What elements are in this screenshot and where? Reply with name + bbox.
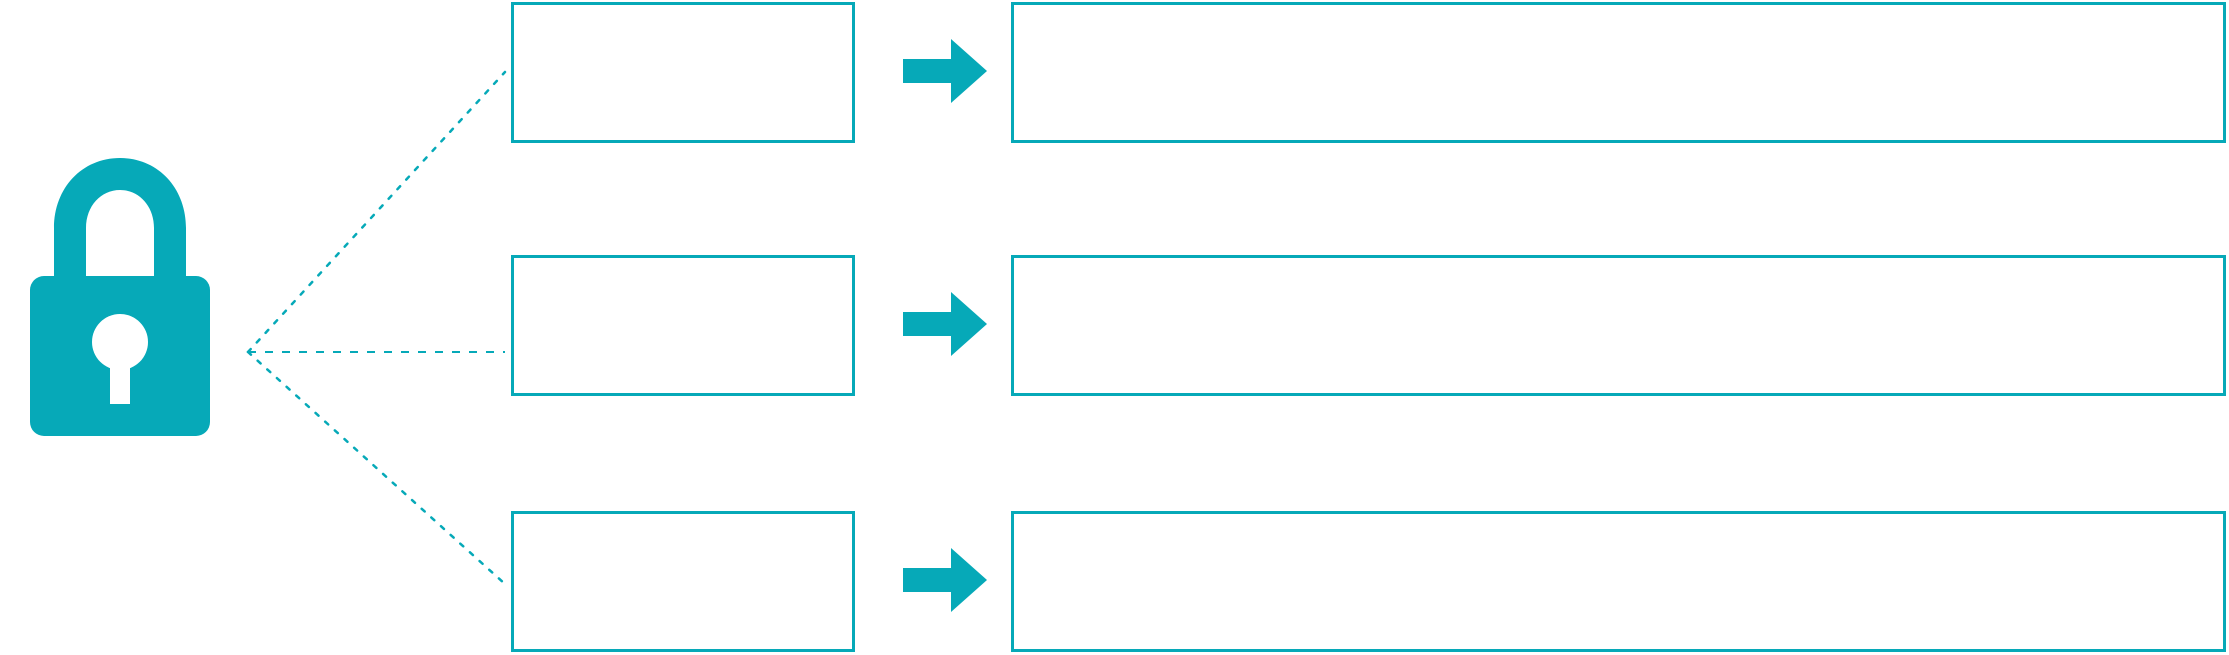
arrow-right-icon <box>903 292 987 356</box>
stage-box[interactable] <box>511 511 855 652</box>
arrow-right-icon <box>903 39 987 103</box>
padlock-keyhole-stem <box>110 346 130 404</box>
padlock-keyhole-circle <box>92 314 148 370</box>
arrow-right-icon <box>903 548 987 612</box>
result-box[interactable] <box>1011 255 2226 396</box>
stage-box[interactable] <box>511 2 855 143</box>
stage-box[interactable] <box>511 255 855 396</box>
padlock-icon <box>24 150 216 450</box>
diagram-row <box>0 253 2229 400</box>
connector-line-top <box>246 70 507 354</box>
result-box[interactable] <box>1011 511 2226 652</box>
padlock-shackle <box>54 158 186 282</box>
diagram-row <box>0 509 2229 655</box>
connector-line-bottom <box>246 350 507 586</box>
diagram-row <box>0 0 2229 147</box>
result-box[interactable] <box>1011 2 2226 143</box>
